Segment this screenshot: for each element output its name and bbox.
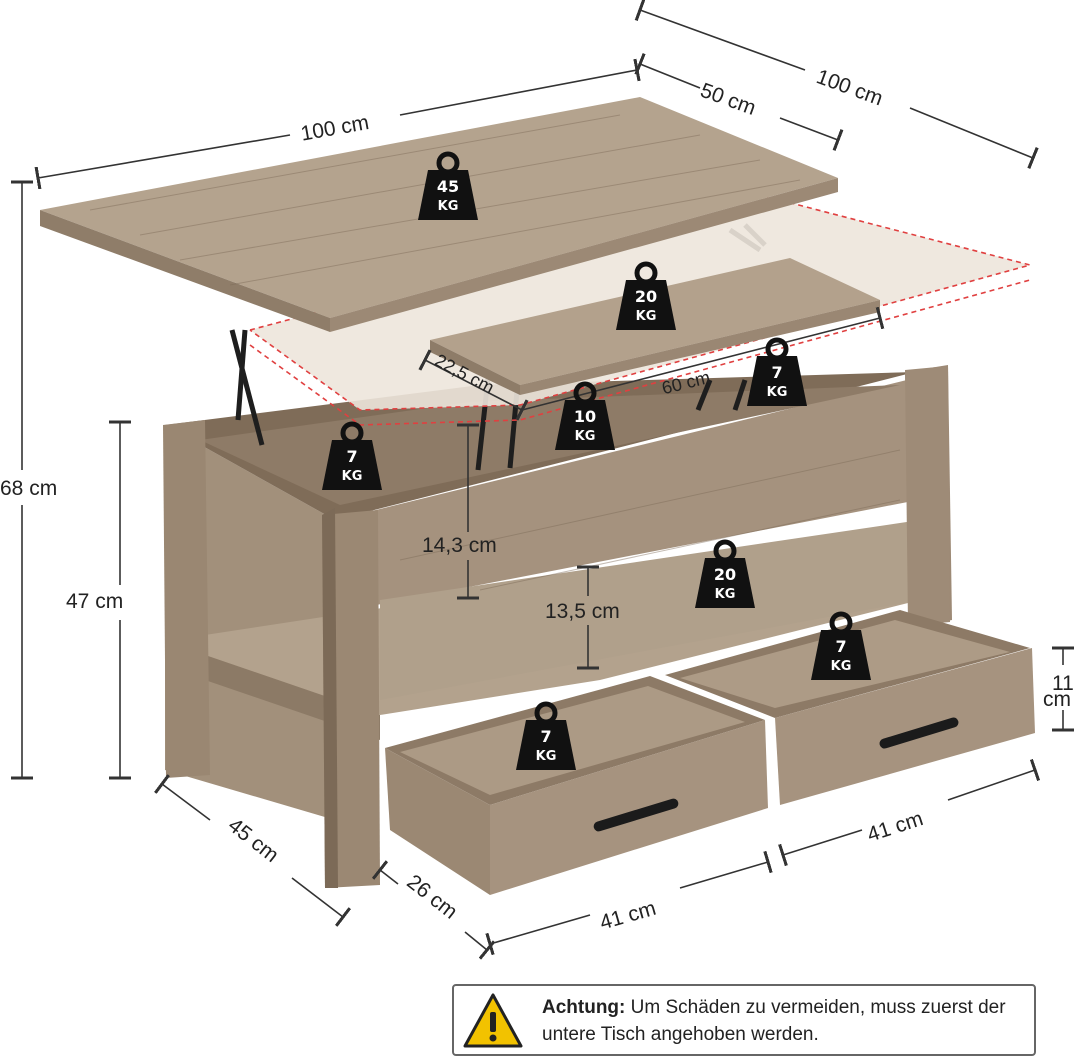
dim-total-height: 68 cm: [0, 477, 57, 500]
drawer-right-handle[interactable]: [878, 716, 959, 750]
dim-overall-width: 100 cm: [813, 65, 886, 110]
dim-shelf-gap: 13,5 cm: [545, 600, 620, 623]
dim-drawer-height-value: 11: [1052, 672, 1074, 695]
dim-drawer-height-unit: cm: [1043, 688, 1071, 711]
dim-line-overall-width: [634, 0, 806, 71]
weight-badge-right-compartment: 7 KG: [747, 337, 807, 406]
svg-text:KG: KG: [438, 199, 459, 214]
weight-badge-middle-compartment: 10 KG: [555, 381, 615, 450]
svg-text:20: 20: [714, 565, 736, 584]
dim-upper-gap: 14,3 cm: [422, 534, 497, 557]
svg-text:KG: KG: [536, 749, 557, 764]
svg-text:KG: KG: [636, 309, 657, 324]
svg-text:KG: KG: [831, 659, 852, 674]
warning-text: Achtung: Um Schäden zu vermeiden, muss z…: [542, 994, 1030, 1048]
drawer-left-front[interactable]: [490, 720, 768, 895]
dim-line-top-width: [34, 134, 291, 190]
dim-line-top-depth: [634, 53, 701, 89]
middle-shelf: [380, 520, 920, 700]
weight-badge-left-compartment: 7 KG: [322, 421, 382, 490]
warning-triangle-icon: [463, 993, 523, 1048]
drawer-left-handle[interactable]: [592, 797, 679, 832]
weight-badges: 45 KG 20 KG 7 KG 10 KG 7 KG: [322, 151, 871, 770]
dim-line-depth: [154, 774, 211, 821]
drawer-right-front[interactable]: [775, 648, 1035, 805]
front-rail: [335, 378, 918, 612]
svg-text:7: 7: [771, 363, 782, 382]
svg-text:10: 10: [574, 407, 596, 426]
dim-top-width: 100 cm: [299, 111, 371, 146]
weight-badge-drawer-right: 7 KG: [811, 611, 871, 680]
svg-text:KG: KG: [715, 587, 736, 602]
dim-depth: 45 cm: [224, 814, 283, 867]
dim-top-depth: 50 cm: [697, 79, 759, 120]
weight-badge-drawer-left: 7 KG: [516, 701, 576, 770]
dim-drawer-depth: 26 cm: [402, 870, 461, 923]
drawer-left[interactable]: [385, 676, 768, 895]
svg-text:7: 7: [835, 637, 846, 656]
warning-notice: Achtung: Um Schäden zu vermeiden, muss z…: [452, 984, 1036, 1056]
svg-text:KG: KG: [575, 429, 596, 444]
dimension-lines: [10, 0, 1075, 960]
svg-text:7: 7: [540, 727, 551, 746]
svg-text:KG: KG: [767, 385, 788, 400]
dim-drawer-width-front: 41 cm: [597, 897, 658, 935]
svg-text:KG: KG: [342, 469, 363, 484]
svg-text:20: 20: [635, 287, 657, 306]
weight-badge-top: 45 KG: [418, 151, 478, 220]
weight-badge-shelf: 20 KG: [695, 539, 755, 608]
svg-text:45: 45: [437, 177, 459, 196]
warning-title: Achtung:: [542, 997, 626, 1018]
warning-message: Um Schäden zu vermeiden, muss zuerst der…: [542, 997, 1006, 1045]
dim-table-height: 47 cm: [66, 590, 123, 613]
dim-drawer-width-right: 41 cm: [864, 807, 925, 847]
weight-badge-lift-top: 20 KG: [616, 261, 676, 330]
coffee-table: [40, 97, 1035, 895]
svg-text:7: 7: [346, 447, 357, 466]
